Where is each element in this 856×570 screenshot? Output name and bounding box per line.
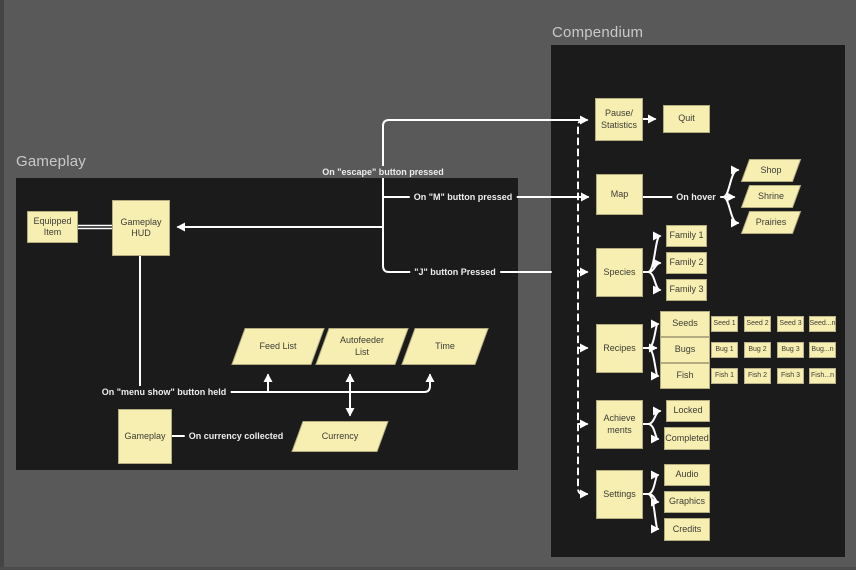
feed-list-label: Feed List <box>259 340 297 351</box>
node-family-3[interactable]: Family 3 <box>666 279 707 301</box>
edge-label-on-hover: On hover <box>672 191 720 203</box>
edge-label-currency-collected: On currency collected <box>184 430 288 442</box>
node-bugs[interactable]: Bugs <box>660 337 710 363</box>
node-seed-n[interactable]: Seed...n <box>809 316 836 332</box>
node-autofeeder-list[interactable]: Autofeeder List <box>315 328 409 365</box>
node-credits[interactable]: Credits <box>664 518 710 541</box>
node-locked[interactable]: Locked <box>666 400 710 422</box>
node-fish-3[interactable]: Fish 3 <box>777 368 804 384</box>
node-seed-1[interactable]: Seed 1 <box>711 316 738 332</box>
shrine-label: Shrine <box>757 190 784 201</box>
node-feed-list[interactable]: Feed List <box>231 328 325 365</box>
node-achievements[interactable]: Achievements <box>596 400 643 449</box>
node-seeds[interactable]: Seeds <box>660 311 710 337</box>
node-quit[interactable]: Quit <box>663 105 710 133</box>
node-family-2[interactable]: Family 2 <box>666 252 707 274</box>
node-seed-3[interactable]: Seed 3 <box>777 316 804 332</box>
node-seed-2[interactable]: Seed 2 <box>744 316 771 332</box>
node-fish-1[interactable]: Fish 1 <box>711 368 738 384</box>
node-prairies[interactable]: Prairies <box>740 211 802 234</box>
node-shrine[interactable]: Shrine <box>740 185 802 208</box>
node-bug-n[interactable]: Bug...n <box>809 342 836 358</box>
node-audio[interactable]: Audio <box>664 464 710 486</box>
edge-label-menu-show: On "menu show" button held <box>97 386 231 398</box>
node-bug-3[interactable]: Bug 3 <box>777 342 804 358</box>
node-gameplay-hud[interactable]: Gameplay HUD <box>112 200 170 256</box>
compendium-frame-title: Compendium <box>552 24 644 41</box>
node-pause-statistics[interactable]: Pause/ Statistics <box>595 98 643 141</box>
node-currency[interactable]: Currency <box>291 421 389 452</box>
node-time[interactable]: Time <box>401 328 489 365</box>
edge-label-escape: On "escape" button pressed <box>318 166 448 178</box>
node-shop[interactable]: Shop <box>740 159 802 182</box>
node-graphics[interactable]: Graphics <box>664 491 710 513</box>
edge-label-m-button: On "M" button pressed <box>409 191 517 203</box>
node-fish-2[interactable]: Fish 2 <box>744 368 771 384</box>
prairies-label: Prairies <box>755 216 787 227</box>
gameplay-frame-title: Gameplay <box>16 153 86 170</box>
shop-label: Shop <box>760 164 782 175</box>
node-equipped-item[interactable]: Equipped Item <box>27 211 78 243</box>
node-bug-1[interactable]: Bug 1 <box>711 342 738 358</box>
node-family-1[interactable]: Family 1 <box>666 225 707 247</box>
node-recipes[interactable]: Recipes <box>596 324 643 373</box>
edge-label-j-button: "J" button Pressed <box>410 266 500 278</box>
node-settings[interactable]: Settings <box>596 470 643 519</box>
node-bug-2[interactable]: Bug 2 <box>744 342 771 358</box>
node-fish[interactable]: Fish <box>660 363 710 389</box>
autofeeder-list-label: Autofeeder List <box>339 335 385 357</box>
node-completed[interactable]: Completed <box>664 427 710 450</box>
canvas-bottom-edge <box>0 567 856 570</box>
node-species[interactable]: Species <box>596 248 643 297</box>
canvas-left-edge <box>0 0 4 570</box>
node-gameplay[interactable]: Gameplay <box>118 409 172 464</box>
node-map[interactable]: Map <box>596 174 643 215</box>
node-fish-n[interactable]: Fish...n <box>809 368 836 384</box>
time-label: Time <box>435 340 455 351</box>
currency-label: Currency <box>321 430 359 441</box>
